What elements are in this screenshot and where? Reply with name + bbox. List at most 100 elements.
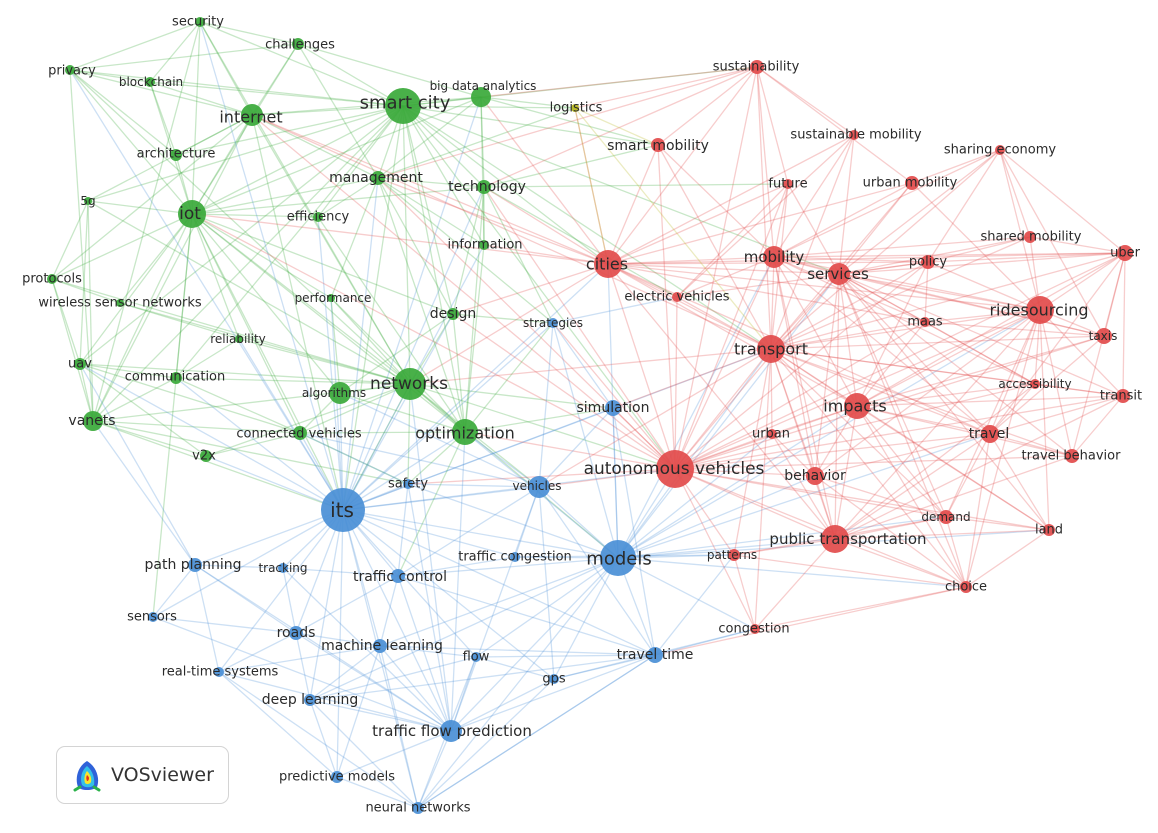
node-transport[interactable] [757, 335, 785, 363]
node-gps[interactable] [549, 674, 559, 684]
node-traffic-control[interactable] [391, 569, 405, 583]
node-smart-mobility[interactable] [651, 138, 665, 152]
node-machine-learning[interactable] [373, 639, 387, 653]
link-travel-demand [945, 433, 991, 518]
node-public-transportation[interactable] [821, 525, 849, 553]
label-reliability: reliability [210, 332, 266, 346]
node-travel[interactable] [981, 425, 999, 443]
node-autonomous-vehicles[interactable] [656, 450, 694, 488]
link-optimization-strategies [464, 322, 554, 433]
node-uber[interactable] [1117, 245, 1133, 261]
node-roads[interactable] [289, 626, 303, 640]
node-patterns[interactable] [728, 549, 740, 561]
node-connected-vehicles[interactable] [293, 426, 307, 440]
node-policy[interactable] [921, 255, 935, 269]
node-choice[interactable] [960, 581, 972, 593]
node-real-time-systems[interactable] [214, 667, 224, 677]
link-management-technology [377, 177, 485, 188]
link-vehicles-traffic-congestion [514, 486, 540, 558]
node-travel-time[interactable] [647, 647, 663, 663]
label-protocols: protocols [22, 272, 82, 287]
node-optimization[interactable] [452, 419, 478, 445]
node-future[interactable] [783, 179, 793, 189]
node-v2x[interactable] [200, 450, 212, 462]
node-sensors[interactable] [148, 612, 158, 622]
link-autonomous-vehicles-transport [674, 348, 772, 470]
node-tracking[interactable] [278, 563, 288, 573]
node-strategies[interactable] [548, 318, 558, 328]
node-sharing-economy[interactable] [995, 145, 1005, 155]
node-flow[interactable] [471, 652, 481, 662]
node-behavior[interactable] [806, 467, 824, 485]
node-services[interactable] [828, 263, 850, 285]
node-congestion[interactable] [750, 624, 760, 634]
node-networks[interactable] [394, 368, 426, 400]
node-information[interactable] [479, 240, 489, 250]
link-internet-5g [87, 114, 253, 202]
node-shared-mobility[interactable] [1024, 231, 1036, 243]
link-management-logistics [377, 107, 576, 179]
node-wireless-sensor-networks[interactable] [116, 299, 124, 307]
node-taxis[interactable] [1096, 328, 1112, 344]
node-reliability[interactable] [235, 335, 243, 343]
node-urban-mobility[interactable] [905, 176, 919, 190]
node-demand[interactable] [939, 510, 953, 524]
node-predictive-models[interactable] [331, 771, 343, 783]
node-its[interactable] [321, 488, 365, 532]
node-mobility[interactable] [763, 246, 785, 268]
link-strategies-simulation [552, 322, 614, 409]
node-models[interactable] [600, 540, 636, 576]
node-privacy[interactable] [65, 65, 75, 75]
link-vehicles-connected-vehicles [299, 432, 540, 488]
link-transport-behavior [770, 348, 816, 477]
node-maas[interactable] [920, 317, 930, 327]
node-security[interactable] [195, 17, 205, 27]
node-sustainable-mobility[interactable] [849, 130, 859, 140]
node-performance[interactable] [327, 294, 335, 302]
node-deep-learning[interactable] [304, 694, 316, 706]
node-path-planning[interactable] [188, 558, 202, 572]
node-traffic-flow-prediction[interactable] [440, 720, 462, 742]
node-blockchain[interactable] [145, 77, 155, 87]
node-traffic-congestion[interactable] [510, 552, 520, 562]
node-impacts[interactable] [844, 393, 870, 419]
node-travel-behavior[interactable] [1065, 449, 1079, 463]
node-smart-city[interactable] [385, 88, 421, 124]
node-vanets[interactable] [83, 411, 103, 431]
node-safety[interactable] [403, 479, 413, 489]
node-protocols[interactable] [47, 274, 57, 284]
link-security-privacy [69, 21, 201, 71]
link-its-design [342, 313, 454, 511]
node-land[interactable] [1043, 524, 1055, 536]
label-challenges: challenges [265, 38, 335, 53]
node-big-data-analytics[interactable] [471, 87, 491, 107]
node-iot[interactable] [178, 200, 206, 228]
node-simulation[interactable] [605, 400, 621, 416]
node-uav[interactable] [74, 358, 86, 370]
link-machine-learning-deep-learning [309, 645, 381, 701]
node-communication[interactable] [170, 372, 182, 384]
node-vehicles[interactable] [528, 476, 550, 498]
node-logistics[interactable] [571, 104, 579, 112]
node-management[interactable] [371, 171, 385, 185]
node-urban[interactable] [767, 429, 777, 439]
node-internet[interactable] [241, 104, 263, 126]
link-iot-blockchain [149, 81, 193, 215]
node-architecture[interactable] [170, 149, 182, 161]
node-design[interactable] [447, 308, 459, 320]
node-electric-vehicles[interactable] [672, 292, 682, 302]
node-ridesourcing[interactable] [1026, 296, 1054, 324]
node-transit[interactable] [1116, 389, 1130, 403]
node-algorithms[interactable] [329, 382, 351, 404]
node-5g[interactable] [84, 197, 92, 205]
node-cities[interactable] [594, 250, 622, 278]
node-challenges[interactable] [292, 38, 304, 50]
link-optimization-design [452, 313, 466, 433]
node-accessibility[interactable] [1030, 379, 1040, 389]
node-efficiency[interactable] [313, 212, 323, 222]
node-sustainability[interactable] [750, 60, 764, 74]
node-technology[interactable] [477, 180, 491, 194]
link-its-neural-networks [342, 509, 419, 809]
node-neural-networks[interactable] [412, 802, 424, 814]
